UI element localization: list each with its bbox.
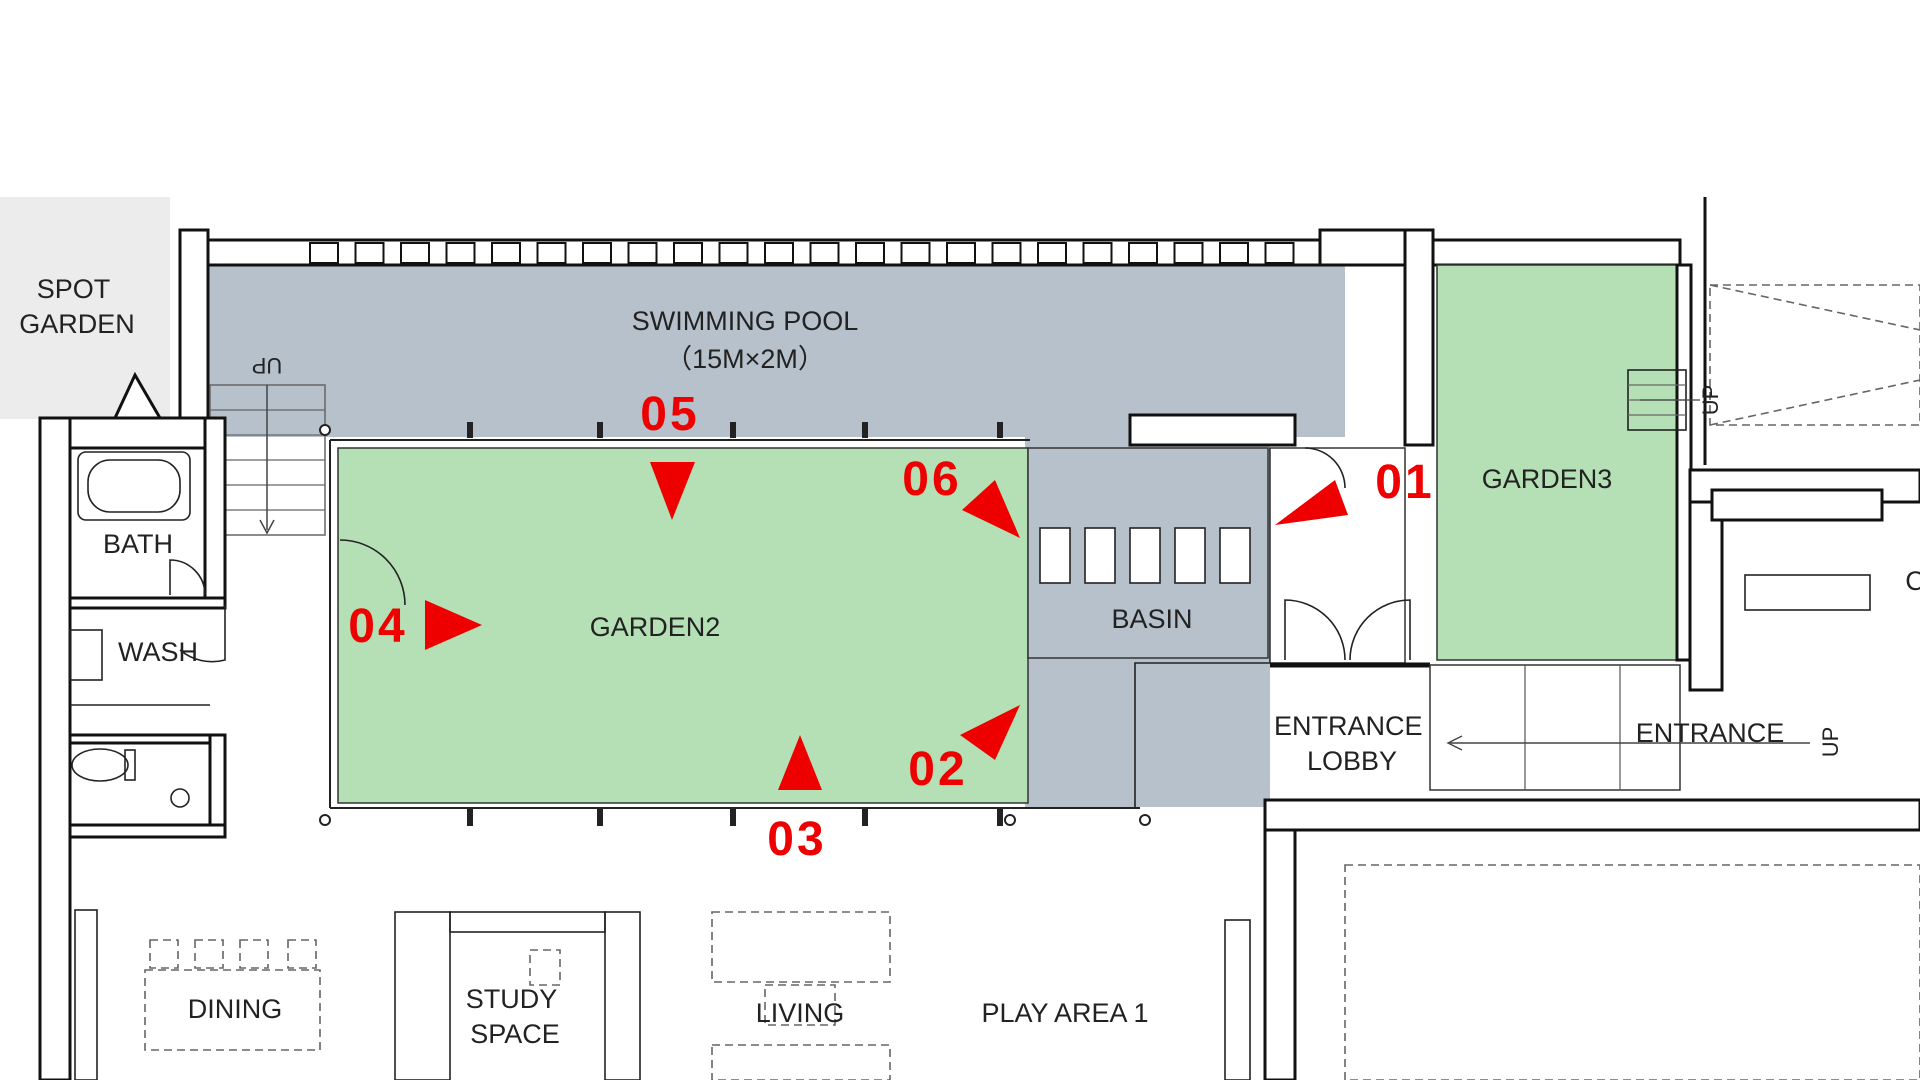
view-marker-05-arrow bbox=[650, 462, 695, 520]
pool-niche bbox=[1173, 242, 1204, 264]
basin-tank bbox=[1219, 527, 1251, 584]
garden2-label: GARDEN2 bbox=[590, 612, 721, 642]
spot-garden-area: SPOT GARDEN bbox=[0, 197, 170, 419]
view-marker-03-arrow bbox=[778, 735, 822, 790]
living-sofa bbox=[711, 911, 891, 983]
dining-table bbox=[144, 969, 321, 1051]
study-space-label: STUDY SPACE bbox=[466, 984, 565, 1049]
pool-niche bbox=[1128, 242, 1158, 264]
pool-niche bbox=[1082, 242, 1113, 264]
bath-label: BATH bbox=[103, 529, 173, 559]
view-marker-02-label: 02 bbox=[908, 743, 967, 796]
wet-rooms: BATH WASH bbox=[38, 416, 227, 1080]
view-marker-03-label: 03 bbox=[767, 813, 826, 866]
pool-west-wall bbox=[178, 228, 210, 447]
wash-label: WASH bbox=[118, 637, 198, 667]
fence-post bbox=[319, 424, 331, 436]
fence-post bbox=[1139, 814, 1151, 826]
pool-niche bbox=[1219, 242, 1249, 264]
pool-niche bbox=[764, 242, 794, 264]
pool-stairs-up-label: UP bbox=[252, 353, 283, 378]
pool-niche bbox=[809, 242, 840, 264]
pool-niche bbox=[900, 242, 931, 264]
view-marker-04-label: 04 bbox=[348, 600, 407, 653]
play-area-label: PLAY AREA 1 bbox=[981, 998, 1148, 1028]
fence-post bbox=[862, 808, 868, 826]
pool-niches bbox=[309, 242, 1295, 264]
fence-post bbox=[730, 422, 736, 438]
pool-niche bbox=[673, 242, 703, 264]
entrance-up-label: UP bbox=[1818, 727, 1843, 758]
pool-size-label: （15M×2M） bbox=[665, 344, 825, 374]
view-marker-06-label: 06 bbox=[902, 453, 961, 506]
pool-niche bbox=[991, 242, 1022, 264]
living-spaces: DINING STUDY SPACE LIVING PLAY AREA 1 bbox=[74, 909, 1251, 1080]
entrance-lobby-label: ENTRANCE LOBBY bbox=[1274, 711, 1430, 776]
fence-post bbox=[597, 808, 603, 826]
fence-post bbox=[467, 808, 473, 826]
gate-triangle bbox=[113, 371, 162, 419]
garden3-area: GARDEN3 bbox=[1436, 263, 1693, 662]
pool-niche bbox=[855, 242, 885, 264]
view-marker-01-arrow bbox=[1275, 480, 1348, 525]
bathtub bbox=[77, 451, 191, 521]
basin-label: BASIN bbox=[1111, 604, 1192, 634]
entrance-label: ENTRANCE bbox=[1636, 718, 1785, 748]
toilet bbox=[71, 748, 129, 782]
basin-area: BASIN bbox=[1027, 413, 1297, 808]
basin-tank bbox=[1129, 527, 1161, 584]
view-marker-06-arrow bbox=[962, 480, 1020, 538]
wash-basin bbox=[69, 629, 103, 681]
fence-post bbox=[597, 422, 603, 438]
view-marker-05-label: 05 bbox=[640, 388, 699, 441]
fence-post bbox=[997, 422, 1003, 438]
east-outdoor: UP bbox=[1627, 197, 1920, 465]
view-markers: 01 02 03 04 05 06 bbox=[348, 388, 1434, 866]
basin-tank bbox=[1174, 527, 1206, 584]
pool-niche bbox=[718, 242, 749, 264]
entrance-bench bbox=[1744, 574, 1871, 611]
pool-niche bbox=[445, 242, 476, 264]
swimming-pool-label: SWIMMING POOL bbox=[632, 306, 859, 336]
fence-post bbox=[862, 422, 868, 438]
view-marker-02-arrow bbox=[960, 705, 1020, 760]
entrance-lobby-area: ENTRANCE LOBBY bbox=[1269, 447, 1430, 776]
pool-niche bbox=[491, 242, 521, 264]
pool-niche bbox=[1264, 242, 1295, 264]
fence-post bbox=[997, 808, 1003, 826]
basin-tank bbox=[1039, 527, 1071, 584]
study-shelf bbox=[394, 911, 451, 1080]
living-label: LIVING bbox=[756, 998, 845, 1028]
pool-niche bbox=[354, 242, 385, 264]
pool-niche bbox=[582, 242, 612, 264]
fence-post bbox=[319, 814, 331, 826]
dining-label: DINING bbox=[188, 994, 283, 1024]
garden3-stairs-up-label: UP bbox=[1698, 385, 1723, 416]
fence-post bbox=[467, 422, 473, 438]
pool-niche bbox=[1037, 242, 1067, 264]
pool-niche bbox=[400, 242, 430, 264]
spot-garden-label: SPOT GARDEN bbox=[19, 274, 135, 339]
pool-niche bbox=[946, 242, 976, 264]
garden3-label: GARDEN3 bbox=[1482, 464, 1613, 494]
basin-tanks bbox=[1039, 527, 1251, 584]
pool-east-wall bbox=[1403, 228, 1435, 447]
pool-niche bbox=[309, 242, 339, 264]
view-marker-01-label: 01 bbox=[1375, 456, 1434, 509]
fence-post bbox=[730, 808, 736, 826]
partial-room-label: C bbox=[1905, 566, 1920, 596]
view-marker-04-arrow bbox=[425, 600, 482, 650]
entrance-area: ENTRANCE UP C bbox=[1263, 468, 1920, 1080]
basin-tank bbox=[1084, 527, 1116, 584]
pool-niche bbox=[627, 242, 658, 264]
fence-post bbox=[1004, 814, 1016, 826]
pool-niche bbox=[536, 242, 567, 264]
